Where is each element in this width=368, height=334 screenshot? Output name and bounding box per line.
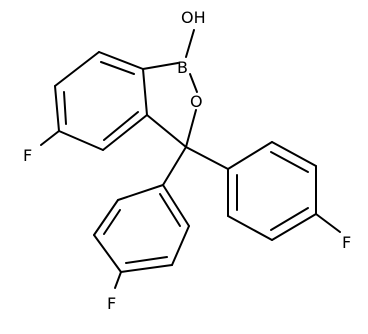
ring-oxygen-label: O [190, 92, 203, 111]
bond [171, 225, 190, 266]
double-bond-inner [159, 193, 181, 227]
bond [185, 29, 195, 58]
bond [227, 215, 273, 241]
bond [185, 146, 229, 170]
benzo-ring [54, 51, 148, 151]
bond [142, 62, 179, 70]
bond [162, 146, 187, 186]
double-bond-inner [270, 151, 309, 173]
bond [142, 68, 148, 116]
bond [120, 264, 173, 273]
double-bond-inner [63, 91, 67, 125]
bond [58, 130, 104, 151]
double-bond-inner [103, 209, 121, 235]
bond [117, 184, 164, 201]
double-bond-inner [270, 207, 309, 231]
bond [185, 109, 197, 148]
bond [315, 213, 341, 233]
oxaborole-ring [142, 29, 198, 148]
double-bond-inner [125, 256, 168, 264]
boron-label: B [177, 58, 188, 77]
bond [146, 114, 187, 148]
bond [40, 130, 60, 146]
fluorine-right-label: F [342, 233, 351, 252]
bond [54, 85, 60, 132]
bond [93, 199, 119, 236]
bottom-fluorophenyl [93, 146, 190, 289]
bond [271, 213, 317, 241]
bond [162, 184, 190, 227]
double-bond-inner [100, 61, 135, 75]
bond [114, 271, 122, 289]
fluorine-bottom-label: F [107, 294, 116, 313]
bond [227, 141, 273, 170]
bond [98, 51, 144, 70]
fluorine-benzo-label: F [23, 146, 32, 165]
bond [93, 234, 122, 273]
bond [102, 114, 148, 151]
bond [189, 73, 198, 93]
bond [54, 51, 100, 87]
right-fluorophenyl [185, 141, 341, 241]
hydroxyl-label: OH [181, 8, 206, 27]
bond [271, 141, 317, 167]
double-bond-inner [103, 111, 139, 141]
